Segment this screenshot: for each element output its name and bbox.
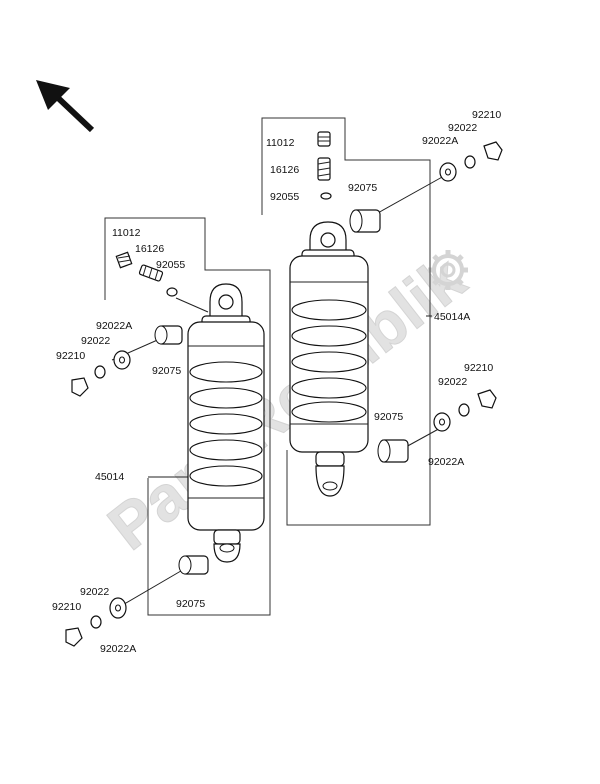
label-92022A: 92022A <box>422 135 458 147</box>
label-92022: 92022 <box>438 376 467 388</box>
label-92210: 92210 <box>56 350 85 362</box>
left-collar-bottom <box>178 555 209 575</box>
right-o-ring <box>320 192 332 200</box>
right-collar-top <box>349 209 381 233</box>
right-collar-bottom <box>377 439 409 463</box>
left-washer-92022-bottom <box>90 615 102 629</box>
right-damper-adjuster <box>317 131 331 147</box>
label-92055: 92055 <box>270 191 299 203</box>
right-damper-spring <box>317 157 331 181</box>
label-92022: 92022 <box>80 586 109 598</box>
label-92075: 92075 <box>348 182 377 194</box>
label-92075: 92075 <box>152 365 181 377</box>
label-92022A: 92022A <box>100 643 136 655</box>
left-collar-top <box>154 325 183 345</box>
front-arrow-icon <box>36 80 95 133</box>
label-92022A: 92022A <box>96 320 132 332</box>
right-shock-assembly: 11012 16126 92055 92075 92210 92022 9202… <box>261 109 503 526</box>
right-frame <box>261 117 431 526</box>
label-45014: 45014 <box>95 471 124 483</box>
left-nut-top <box>71 377 89 397</box>
label-92210: 92210 <box>472 109 501 121</box>
right-washer-92022-bottom <box>458 403 470 417</box>
left-shock-body <box>187 283 265 563</box>
left-o-ring <box>166 287 178 297</box>
label-16126: 16126 <box>270 164 299 176</box>
right-nut-top <box>483 141 503 161</box>
gear-icon <box>428 250 468 290</box>
left-damper-adjuster <box>115 251 133 269</box>
label-45014A: 45014A <box>434 311 470 323</box>
label-92075: 92075 <box>374 411 403 423</box>
left-frame <box>104 217 271 616</box>
right-shock-body <box>289 221 369 497</box>
label-16126: 16126 <box>135 243 164 255</box>
label-92210: 92210 <box>52 601 81 613</box>
right-nut-bottom <box>477 389 497 409</box>
label-92022A: 92022A <box>428 456 464 468</box>
label-92022: 92022 <box>448 122 477 134</box>
left-washer-92022-top <box>94 365 106 379</box>
right-washer-92022-top <box>464 155 476 169</box>
left-nut-bottom <box>65 627 83 647</box>
label-11012: 11012 <box>266 137 295 149</box>
label-92075: 92075 <box>176 598 205 610</box>
left-shock-assembly: 11012 16126 92055 92022A 92022 92210 920… <box>52 217 271 655</box>
label-11012: 11012 <box>112 227 141 239</box>
label-92055: 92055 <box>156 259 185 271</box>
label-92210: 92210 <box>464 362 493 374</box>
left-damper-spring <box>138 264 164 282</box>
label-92022: 92022 <box>81 335 110 347</box>
